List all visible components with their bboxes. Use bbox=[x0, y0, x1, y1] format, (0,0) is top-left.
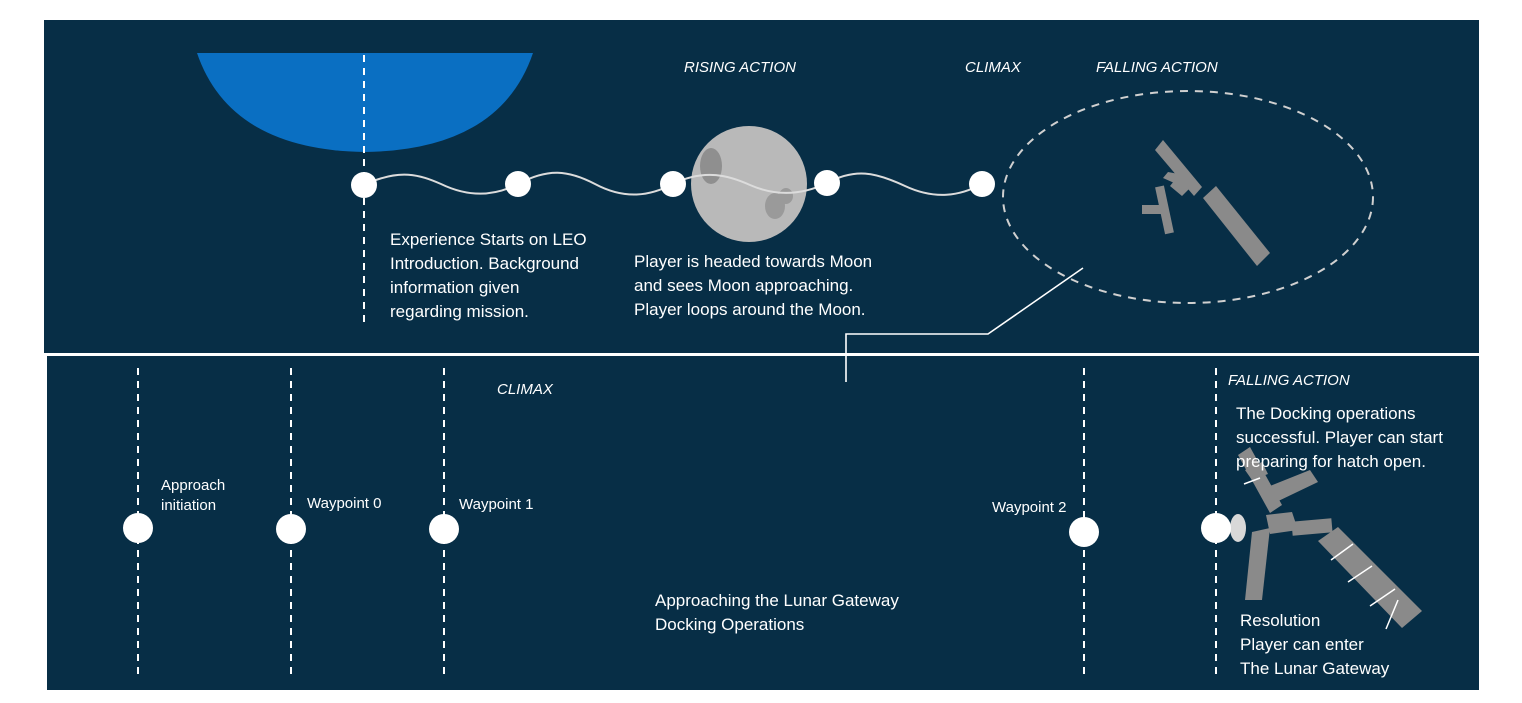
leo-description: Experience Starts on LEO Introduction. B… bbox=[390, 230, 587, 321]
dock-node bbox=[1201, 513, 1231, 543]
small-station-icon bbox=[1142, 140, 1270, 266]
top-falling-action-label: FALLING ACTION bbox=[1096, 59, 1218, 76]
zoom-connector-line bbox=[845, 267, 1084, 382]
bottom-climax-label: CLIMAX bbox=[497, 381, 553, 398]
top-node-1 bbox=[351, 172, 377, 198]
waypoint-1-label: Waypoint 1 bbox=[459, 496, 534, 513]
wp1-node bbox=[429, 514, 459, 544]
waypoint-0-label: Waypoint 0 bbox=[307, 495, 382, 512]
approach-node bbox=[123, 513, 153, 543]
moon-description: Player is headed towards Moon and sees M… bbox=[634, 252, 873, 319]
solar-panel-lines bbox=[1243, 477, 1399, 630]
large-station-icon bbox=[1230, 447, 1422, 628]
approach-description: Approaching the Lunar Gateway Docking Op… bbox=[655, 591, 899, 634]
top-climax-label: CLIMAX bbox=[965, 59, 1021, 76]
wp0-node bbox=[276, 514, 306, 544]
waypoint-2-label: Waypoint 2 bbox=[992, 499, 1067, 516]
earth-shape bbox=[197, 53, 533, 152]
docking-description: The Docking operations successful. Playe… bbox=[1236, 404, 1443, 471]
top-node-4 bbox=[814, 170, 840, 196]
resolution-description: Resolution Player can enter The Lunar Ga… bbox=[1240, 611, 1390, 678]
top-rising-action-label: RISING ACTION bbox=[684, 59, 796, 76]
wp2-node bbox=[1069, 517, 1099, 547]
approach-label: Approach initiation bbox=[161, 477, 226, 514]
gateway-highlight-ellipse bbox=[1002, 90, 1374, 304]
top-node-2 bbox=[505, 171, 531, 197]
top-node-5 bbox=[969, 171, 995, 197]
bottom-falling-action-label: FALLING ACTION bbox=[1228, 372, 1350, 389]
top-node-3 bbox=[660, 171, 686, 197]
